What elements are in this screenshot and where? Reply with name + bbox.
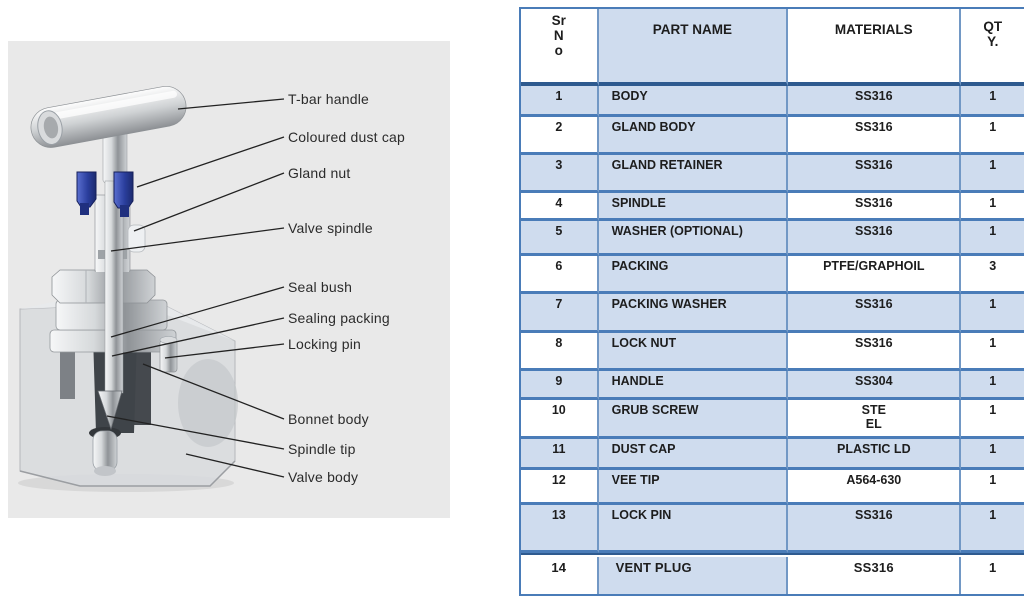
cell-part-name: WASHER (OPTIONAL) <box>598 221 789 256</box>
part-label-valve-body: Valve body <box>288 469 359 485</box>
cell-part-name: GRUB SCREW <box>598 400 789 439</box>
cell-qty: 1 <box>961 86 1024 117</box>
cell-qty: 1 <box>961 400 1024 439</box>
diagram-panel <box>8 41 450 518</box>
cell-part-name: HANDLE <box>598 371 789 400</box>
cell-part-name: GLAND BODY <box>598 117 789 155</box>
cell-qty: 1 <box>961 117 1024 155</box>
cell-qty: 1 <box>961 371 1024 400</box>
part-label-bonnet-body: Bonnet body <box>288 411 369 427</box>
cell-qty: 1 <box>989 560 997 575</box>
cell-sr-no: 8 <box>521 333 599 371</box>
cell-sr-no: 9 <box>521 371 599 400</box>
cell-material: PTFE/GRAPHOIL <box>788 256 962 294</box>
column-header-materials: MATERIALS <box>788 9 962 86</box>
cell-qty: 1 <box>961 439 1024 470</box>
cell-qty: 1 <box>961 193 1024 221</box>
cell-qty: 1 <box>961 505 1024 553</box>
cell-part-name: VENT PLUG <box>598 557 789 594</box>
cell-sr-no: 3 <box>521 155 599 193</box>
spindle-tip-shape <box>97 390 123 431</box>
part-label-valve-spindle: Valve spindle <box>288 220 373 236</box>
cell-qty: 1 <box>961 155 1024 193</box>
column-header-qty: QT Y. <box>961 9 1024 86</box>
cell-qty: 1 <box>961 470 1024 505</box>
cell-qty: 1 <box>961 294 1024 333</box>
column-header-part-name: PART NAME <box>598 9 789 86</box>
cell-sr-no: 2 <box>521 117 599 155</box>
cell-part-name: VEE TIP <box>598 470 789 505</box>
cell-material: SS316 <box>788 505 962 553</box>
column-header-sr-no: Sr N o <box>521 9 599 86</box>
cell-sr-no: 4 <box>521 193 599 221</box>
part-label-dust-cap: Coloured dust cap <box>288 129 406 145</box>
part-label-sealing-packing: Sealing packing <box>288 310 390 326</box>
cell-part-name: PACKING WASHER <box>598 294 789 333</box>
vent-plug-shape <box>92 430 118 476</box>
table-section-divider <box>521 553 1024 557</box>
cell-sr-no: 14 <box>521 557 599 594</box>
cell-material: SS316 <box>788 193 962 221</box>
divider-bar <box>521 553 1024 557</box>
cell-part-name: PACKING <box>598 256 789 294</box>
cell-material: A564-630 <box>788 470 962 505</box>
cell-material: STE EL <box>788 400 962 439</box>
valve-illustration <box>18 85 238 492</box>
cell-part-name: SPINDLE <box>598 193 789 221</box>
cell-material: SS316 <box>788 557 962 594</box>
cell-part-name: LOCK NUT <box>598 333 789 371</box>
cell-qty: 3 <box>961 256 1024 294</box>
part-label-spindle-tip: Spindle tip <box>288 441 356 457</box>
cell-qty: 1 <box>961 221 1024 256</box>
cell-sr-no: 5 <box>521 221 599 256</box>
cell-qty: 1 <box>961 333 1024 371</box>
part-label-seal-bush: Seal bush <box>288 279 353 295</box>
cell-material: SS316 <box>788 221 962 256</box>
locking-pin-shape <box>159 336 178 373</box>
cell-material: SS316 <box>788 117 962 155</box>
cell-sr-no: 11 <box>521 439 599 470</box>
cell-sr-no: 10 <box>521 400 599 439</box>
cell-material: SS316 <box>788 86 962 117</box>
cell-material: SS316 <box>788 155 962 193</box>
cell-material: SS316 <box>788 333 962 371</box>
cell-sr-no: 13 <box>521 505 599 553</box>
part-label-gland-nut: Gland nut <box>288 165 351 181</box>
cell-material: PLASTIC LD <box>788 439 962 470</box>
part-label-locking-pin: Locking pin <box>288 336 362 352</box>
part-label-tbar-handle: T-bar handle <box>288 91 370 107</box>
table-header-row: Sr N o PART NAME MATERIALS QT Y. <box>521 9 1024 86</box>
cell-material: SS316 <box>788 294 962 333</box>
cell-sr-no: 12 <box>521 470 599 505</box>
cell-sr-no: 1 <box>521 86 599 117</box>
cell-part-name: GLAND RETAINER <box>598 155 789 193</box>
cell-material: SS304 <box>788 371 962 400</box>
cell-sr-no: 6 <box>521 256 599 294</box>
cell-part-name: LOCK PIN <box>598 505 789 553</box>
dust-cap-shape <box>76 171 134 217</box>
cell-part-name: BODY <box>598 86 789 117</box>
cell-sr-no: 7 <box>521 294 599 333</box>
cell-part-name: DUST CAP <box>598 439 789 470</box>
